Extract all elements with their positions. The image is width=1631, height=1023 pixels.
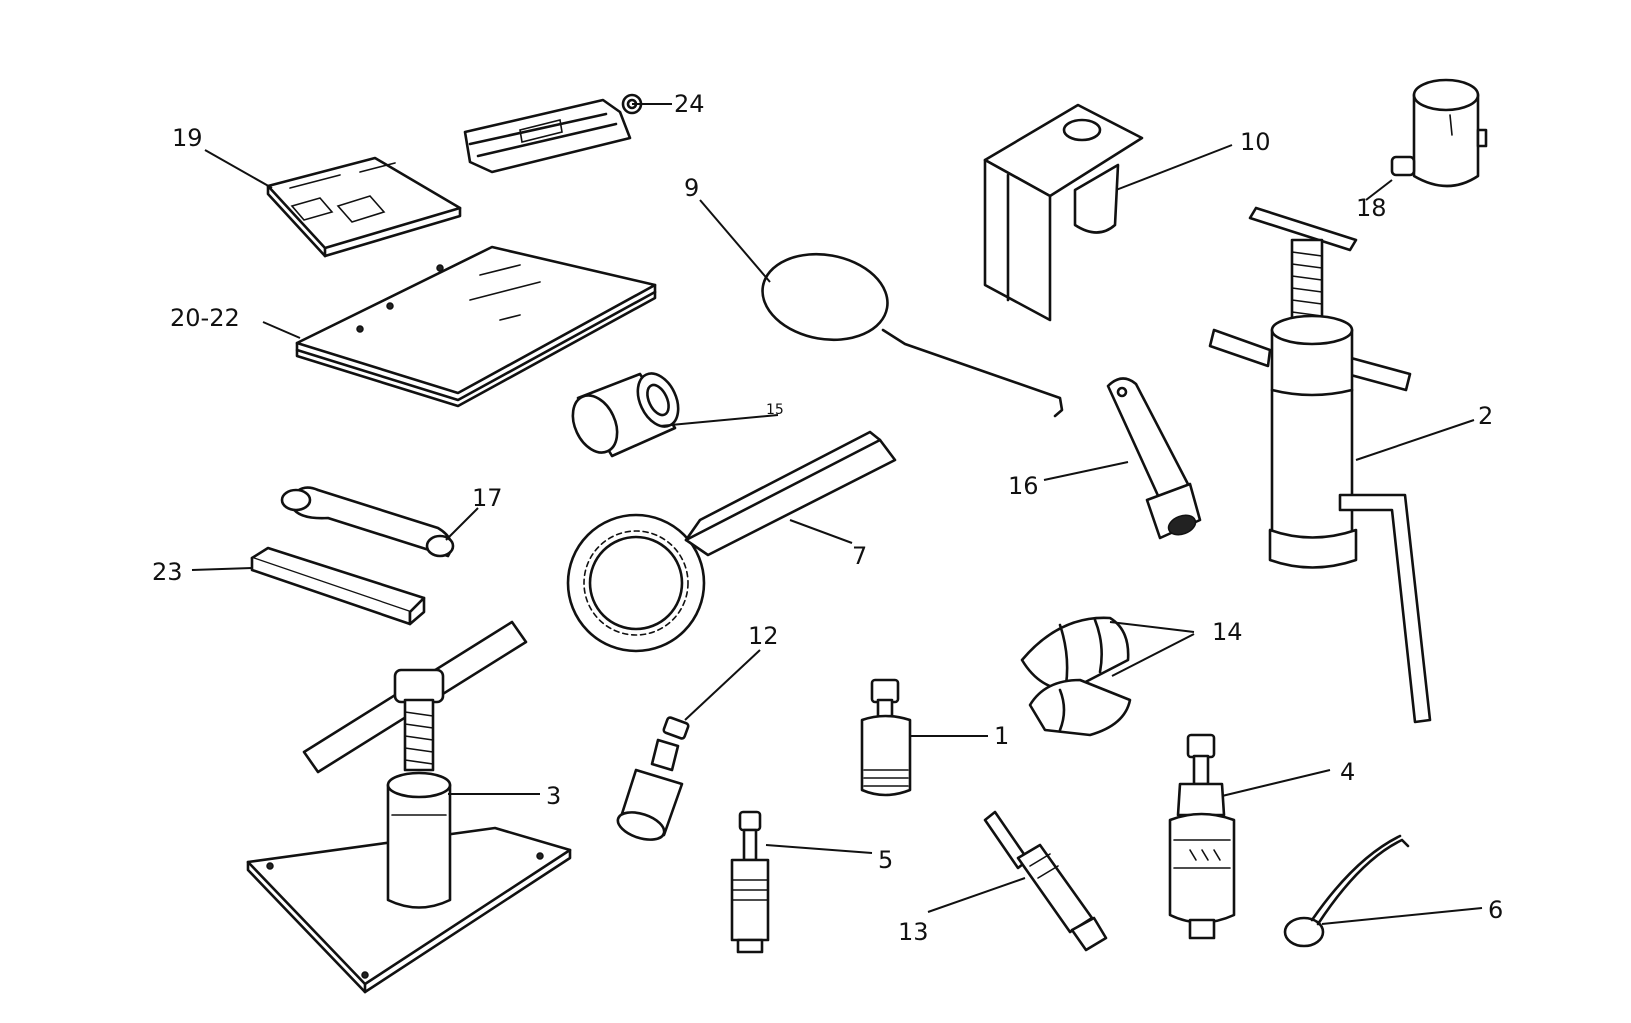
- label-1: 1: [994, 722, 1009, 750]
- label-2: 2: [1478, 402, 1493, 430]
- label-24: 24: [674, 90, 705, 118]
- label-5: 5: [878, 846, 893, 874]
- label-16: 16: [1008, 472, 1039, 500]
- part-19-document-card: [266, 156, 462, 258]
- part-1-puller: [860, 678, 912, 797]
- label-6: 6: [1488, 896, 1503, 924]
- label-19: 19: [172, 124, 203, 152]
- label-10: 10: [1240, 128, 1271, 156]
- part-15-socket: [571, 372, 680, 458]
- label-4: 4: [1340, 758, 1355, 786]
- part-20-22-manuals-book: [295, 245, 657, 408]
- label-3: 3: [546, 782, 561, 810]
- part-18-small-sleeve: [1390, 78, 1488, 188]
- part-10-bracket: [983, 103, 1144, 322]
- label-14: 14: [1212, 618, 1243, 646]
- label-17: 17: [472, 484, 503, 512]
- leader-lines: [191, 103, 1483, 925]
- part-23-hex-bar: [250, 546, 426, 626]
- label-18: 18: [1356, 194, 1387, 222]
- part-5-small-puller: [730, 810, 770, 954]
- part-9-wire-loop: [761, 252, 1064, 418]
- part-13-puller-rod: [983, 810, 1108, 952]
- label-12: 12: [748, 622, 779, 650]
- part-16-box-spanner: [1106, 377, 1202, 540]
- part-6-wire-ring: [1283, 834, 1410, 948]
- part-3-press-tool: [246, 620, 572, 994]
- part-24-tool-roll: [463, 93, 643, 174]
- part-17-double-spanner: [280, 486, 455, 558]
- part-14-half-shells: [1020, 616, 1132, 737]
- part-number-labels: 24 19 20-22 9 10 18 2 16 15 7 17 23 3 12…: [152, 90, 1503, 946]
- part-12-extractor: [616, 716, 690, 841]
- label-7: 7: [852, 542, 867, 570]
- label-20-22: 20-22: [170, 304, 240, 332]
- label-23: 23: [152, 558, 183, 586]
- part-2-t-handle-puller: [1208, 206, 1432, 724]
- label-9: 9: [684, 174, 699, 202]
- part-7-ring-spanner: [566, 430, 897, 653]
- part-4-knurled-puller: [1168, 733, 1236, 940]
- label-13: 13: [898, 918, 929, 946]
- label-15: 15: [766, 402, 784, 418]
